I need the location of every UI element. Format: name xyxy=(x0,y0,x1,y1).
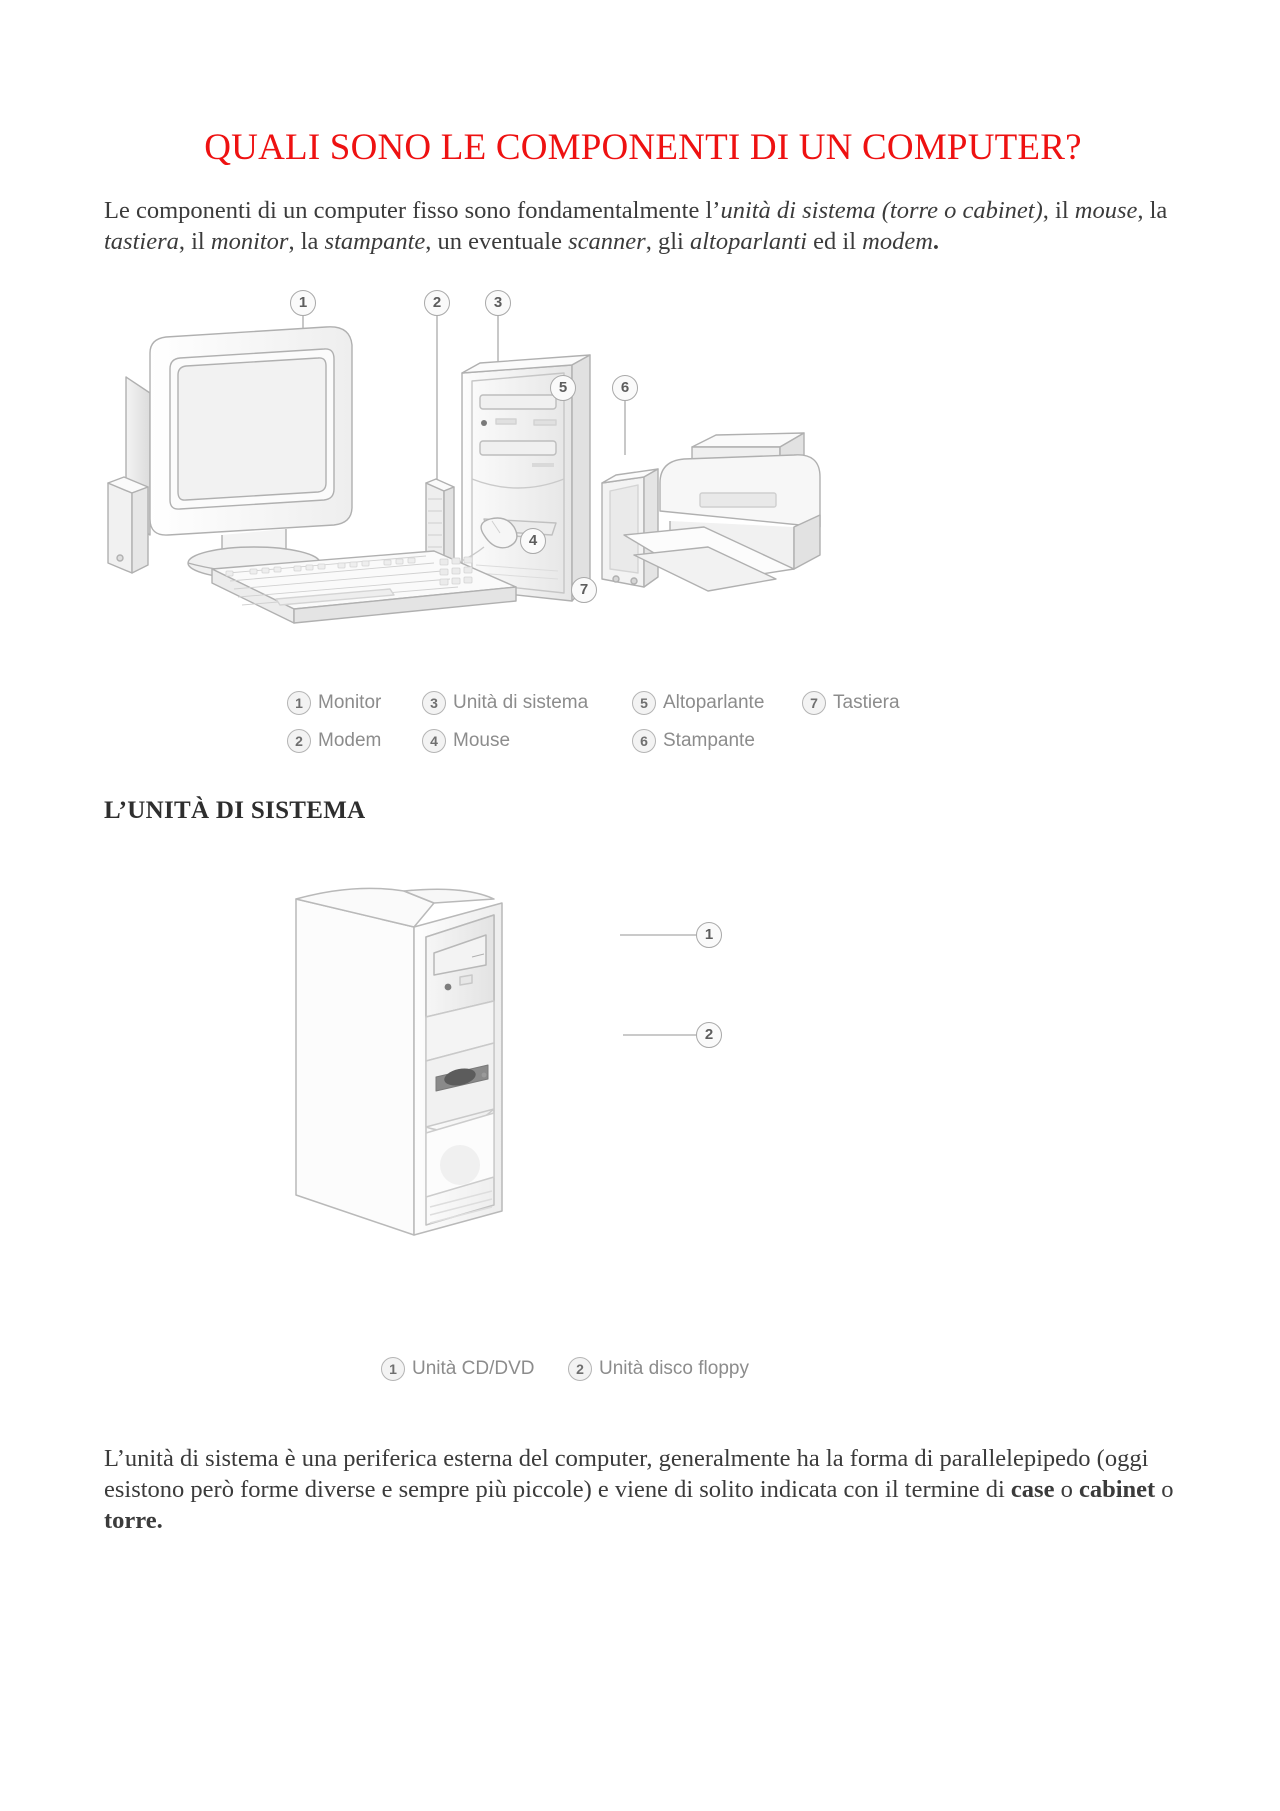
figure-system-unit-tower: 1 2 xyxy=(104,877,1182,1357)
figure1-callout-2: 2 xyxy=(424,289,450,316)
figure2-callout-1: 1 xyxy=(696,921,722,948)
figure2-callout-2: 2 xyxy=(696,1021,722,1048)
legend-number-floppy: 2 xyxy=(568,1356,592,1381)
intro-term-monitor: monitor xyxy=(210,227,289,255)
final-paragraph: L’unità di sistema è una periferica este… xyxy=(104,1443,1182,1536)
figure1-callout-6: 6 xyxy=(612,374,638,401)
legend-item-2: 2 Modem xyxy=(287,728,422,753)
figure-computer-system-overview: 1 2 3 4 5 6 7 xyxy=(104,283,1182,673)
legend-label-3: Unità di sistema xyxy=(453,691,589,713)
legend-number-6: 6 xyxy=(632,728,656,753)
final-term-cabinet: cabinet xyxy=(1078,1475,1156,1503)
intro-term-scanner: scanner xyxy=(568,227,646,255)
legend-number-7: 7 xyxy=(802,690,826,715)
legend-label-2: Modem xyxy=(318,729,382,751)
final-term-case: case xyxy=(1010,1475,1055,1503)
legend-number-cd-dvd: 1 xyxy=(381,1356,405,1381)
legend-item-4: 4 Mouse xyxy=(422,728,632,753)
legend-item-7: 7 Tastiera xyxy=(802,690,900,715)
final-text-5: o xyxy=(1155,1475,1174,1503)
legend-number-5: 5 xyxy=(632,690,656,715)
legend-item-cd-dvd: 1 Unità CD/DVD xyxy=(381,1356,568,1381)
intro-text-11: , un eventuale xyxy=(425,227,569,255)
page-title: QUALI SONO LE COMPONENTI DI UN COMPUTER? xyxy=(204,127,1082,168)
legend-label-1: Monitor xyxy=(318,691,382,713)
computer-system-overview-drawing xyxy=(107,315,821,624)
intro-term-mouse: mouse xyxy=(1074,196,1138,224)
intro-text-1: Le componenti di un computer fisso sono … xyxy=(104,196,721,224)
legend-label-6: Stampante xyxy=(663,729,755,751)
intro-text-13: , gli xyxy=(645,227,690,255)
intro-text-9: , la xyxy=(288,227,325,255)
final-text-1: L’unità di sistema è una periferica este… xyxy=(104,1444,1149,1503)
legend-item-3: 3 Unità di sistema xyxy=(422,690,632,715)
intro-text-15: ed il xyxy=(807,227,863,255)
intro-text-17: . xyxy=(932,227,940,255)
figure1-callout-4: 4 xyxy=(520,527,546,554)
section-heading-unita-di-sistema: L’UNITÀ DI SISTEMA xyxy=(104,796,366,824)
legend-item-6: 6 Stampante xyxy=(632,728,802,753)
figure2-legend: 1 Unità CD/DVD 2 Unità disco floppy xyxy=(104,1356,1182,1381)
intro-term-unita-di-sistema: unità di sistema (torre o cabinet) xyxy=(720,196,1043,224)
final-text-7: . xyxy=(156,1506,163,1534)
legend-number-2: 2 xyxy=(287,728,311,753)
intro-text-5: , la xyxy=(1137,196,1168,224)
figure1-callout-7: 7 xyxy=(571,576,597,603)
figure1-callout-3: 3 xyxy=(485,289,511,316)
legend-item-5: 5 Altoparlante xyxy=(632,690,802,715)
legend-label-cd-dvd: Unità CD/DVD xyxy=(412,1357,535,1379)
intro-term-tastiera: tastiera xyxy=(104,227,179,255)
intro-term-altoparlanti: altoparlanti xyxy=(689,227,808,255)
final-text-3: o xyxy=(1054,1475,1079,1503)
figure1-legend: 1 Monitor 3 Unità di sistema 5 Altoparla… xyxy=(104,690,1182,753)
figure1-callout-1: 1 xyxy=(290,289,316,316)
legend-item-floppy: 2 Unità disco floppy xyxy=(568,1356,749,1381)
legend-label-5: Altoparlante xyxy=(663,691,765,713)
intro-paragraph: Le componenti di un computer fisso sono … xyxy=(104,195,1182,257)
intro-text-3: , il xyxy=(1042,196,1075,224)
legend-label-4: Mouse xyxy=(453,729,511,751)
intro-term-stampante: stampante xyxy=(324,227,426,255)
intro-text-7: , il xyxy=(178,227,211,255)
legend-number-3: 3 xyxy=(422,690,446,715)
legend-number-1: 1 xyxy=(287,690,311,715)
document-content: QUALI SONO LE COMPONENTI DI UN COMPUTER?… xyxy=(104,0,1182,1536)
legend-item-1: 1 Monitor xyxy=(287,690,422,715)
system-unit-tower-drawing xyxy=(295,887,696,1236)
legend-label-7: Tastiera xyxy=(833,691,900,713)
figure1-callout-5: 5 xyxy=(550,374,576,401)
intro-term-modem: modem xyxy=(862,227,933,255)
legend-label-floppy: Unità disco floppy xyxy=(599,1357,749,1379)
final-term-torre: torre xyxy=(104,1506,157,1534)
legend-number-4: 4 xyxy=(422,728,446,753)
